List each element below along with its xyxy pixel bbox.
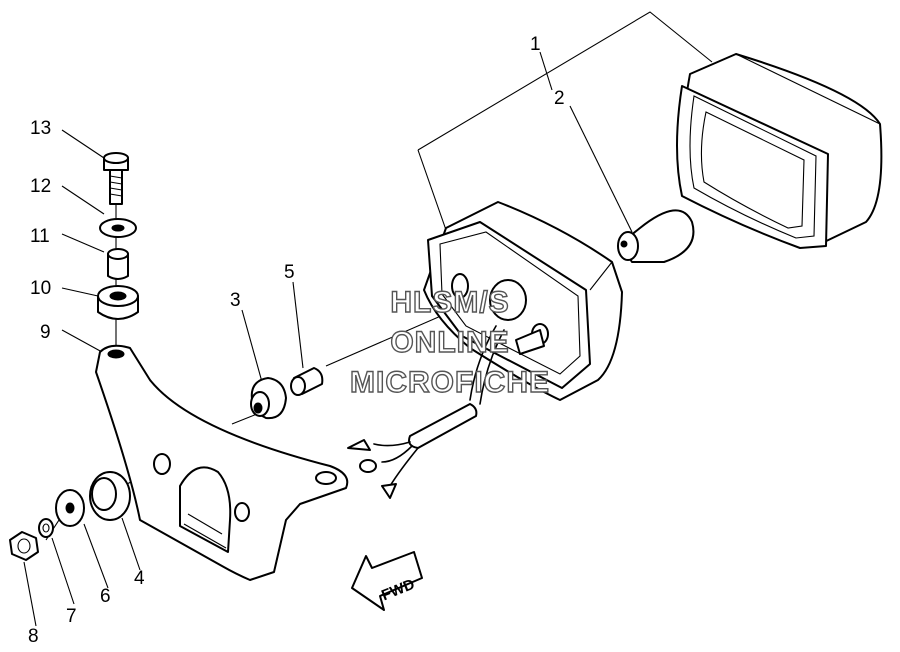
- watermark: HLSM/S ONLINE MICROFICHE: [349, 285, 550, 399]
- nut-8: [9, 531, 39, 561]
- callout-8: 8: [28, 626, 39, 647]
- wire-harness: [347, 325, 505, 499]
- callout-2: 2: [554, 88, 565, 109]
- grommet-3: [250, 377, 287, 420]
- tail-light-housing: [423, 201, 623, 401]
- callout-7: 7: [66, 606, 77, 627]
- callout-4: 4: [134, 568, 145, 589]
- lens-1: [676, 53, 883, 249]
- callout-3: 3: [230, 290, 241, 311]
- callout-numbers: 1 2 3 4 5 6 7 8 9 10 11 12 13: [28, 34, 565, 647]
- callout-11: 11: [30, 226, 50, 247]
- lock-washer-7: [38, 518, 54, 538]
- washer-12: [99, 218, 137, 238]
- grommet-10: [97, 285, 139, 320]
- callout-12: 12: [30, 176, 51, 197]
- bulb-2: [617, 209, 695, 263]
- collar-5: [290, 367, 324, 396]
- forward-arrow: FWD: [351, 551, 423, 611]
- callout-13: 13: [30, 118, 51, 139]
- collar-11: [107, 248, 129, 280]
- callout-1: 1: [530, 34, 541, 55]
- washer-6: [55, 489, 85, 527]
- grommet-4: [89, 471, 131, 521]
- watermark-line-1: HLSM/S: [390, 286, 509, 319]
- bolt-13: [103, 152, 129, 205]
- callout-5: 5: [284, 262, 295, 283]
- callout-6: 6: [100, 586, 111, 607]
- watermark-line-2: ONLINE: [390, 326, 509, 359]
- watermark-line-3: MICROFICHE: [350, 366, 550, 399]
- bracket-9: [95, 344, 349, 581]
- callout-9: 9: [40, 322, 51, 343]
- callout-10: 10: [30, 278, 51, 299]
